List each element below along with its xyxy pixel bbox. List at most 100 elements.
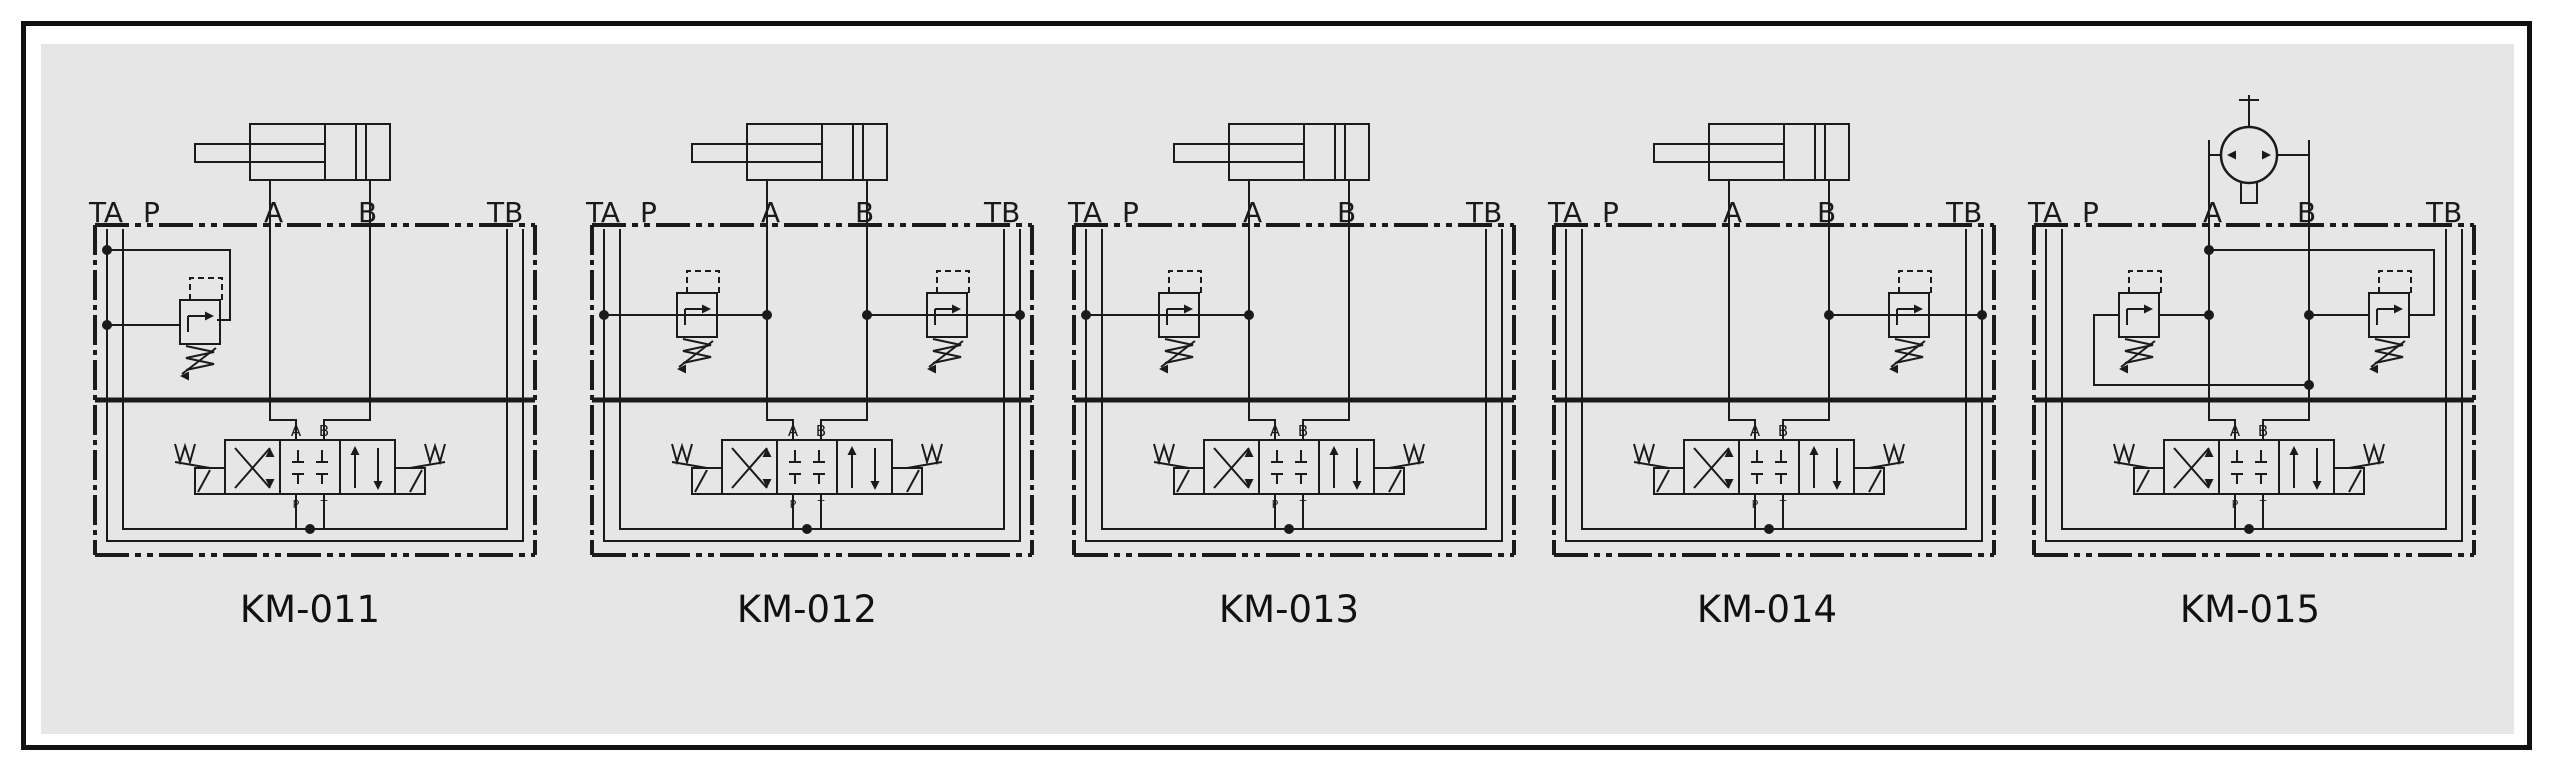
valve-spring-icon xyxy=(1403,442,1425,466)
arrow-head xyxy=(1724,448,1734,457)
valve-port-t: T xyxy=(1299,498,1307,511)
arrow-head xyxy=(2227,150,2236,160)
arrow-head xyxy=(205,311,214,321)
tank-line-inner xyxy=(2061,229,2447,530)
valve-port-p: P xyxy=(293,498,300,511)
relief-valve-body xyxy=(926,292,968,338)
tank-line-outer xyxy=(603,229,1021,542)
port-label-a: A xyxy=(264,196,283,229)
cylinder-barrel xyxy=(1708,123,1850,181)
relief-valve-body xyxy=(2368,292,2410,338)
caption-km-011: KM-011 xyxy=(239,588,381,631)
port-label-p: P xyxy=(2082,196,2099,229)
relief-valve xyxy=(2368,270,2412,374)
arrow-head xyxy=(373,481,383,490)
port-label-tb: TB xyxy=(2425,196,2462,229)
junction-dot xyxy=(102,320,112,330)
valve-spring-icon xyxy=(2363,442,2385,466)
cylinder-actuator xyxy=(1653,123,1850,181)
valve-port-a: A xyxy=(2230,422,2241,440)
tank-line-outer xyxy=(106,229,524,542)
arrow-head xyxy=(1832,481,1842,490)
piston-rod xyxy=(1653,143,1785,163)
arrow-head xyxy=(2262,150,2271,160)
piston-rod xyxy=(194,143,326,163)
valve-spring-icon xyxy=(424,442,446,466)
a-line xyxy=(2208,140,2236,440)
valve-port-b: B xyxy=(319,422,329,440)
valve-port-b: B xyxy=(816,422,826,440)
valve-port-b: B xyxy=(1298,422,1308,440)
valve-port-t: T xyxy=(2259,498,2267,511)
valve-port-a: A xyxy=(291,422,302,440)
valve-spool-center xyxy=(776,439,838,495)
valve-spring-icon xyxy=(174,442,196,466)
valve-spool-center xyxy=(2218,439,2280,495)
arrow-head xyxy=(2289,446,2299,455)
caption-km-012: KM-012 xyxy=(736,588,878,631)
junction-dot xyxy=(1081,310,1091,320)
relief-valve xyxy=(676,270,720,374)
spring-icon xyxy=(2124,338,2154,364)
a-line xyxy=(269,180,297,440)
relief-valve xyxy=(179,277,223,381)
spring-icon xyxy=(185,345,215,371)
port-label-a: A xyxy=(1243,196,1262,229)
relief-valve xyxy=(1888,270,1932,374)
cylinder-actuator xyxy=(194,123,391,181)
tank-line-inner xyxy=(122,229,508,530)
valve-port-t: T xyxy=(1779,498,1787,511)
port-label-p: P xyxy=(143,196,160,229)
spring-icon xyxy=(932,338,962,364)
relief-valve-body xyxy=(2118,292,2160,338)
relief-valve xyxy=(926,270,970,374)
port-label-tb: TB xyxy=(486,196,523,229)
arrow-head xyxy=(1352,481,1362,490)
arrow-head xyxy=(952,304,961,314)
port-label-b: B xyxy=(2297,196,2316,229)
junction-dot xyxy=(2204,310,2214,320)
valve-port-a: A xyxy=(788,422,799,440)
cylinder-barrel xyxy=(1228,123,1370,181)
relief-valve-body xyxy=(1158,292,1200,338)
junction-dot xyxy=(1977,310,1987,320)
arrow-head xyxy=(2204,479,2214,488)
tank-line-outer xyxy=(1565,229,1983,542)
arrow-head xyxy=(1889,364,1898,374)
valve-port-t: T xyxy=(320,498,328,511)
port-label-tb: TB xyxy=(983,196,1020,229)
valve-spool-right xyxy=(836,439,893,495)
a-line xyxy=(1728,180,1756,440)
cylinder-barrel xyxy=(746,123,888,181)
arrow-head xyxy=(1914,304,1923,314)
valve-spool-right xyxy=(2278,439,2335,495)
port-label-tb: TB xyxy=(1945,196,1982,229)
piston-rod xyxy=(691,143,823,163)
tank-line-outer xyxy=(1085,229,1503,542)
junction-dot xyxy=(1244,310,1254,320)
port-label-p: P xyxy=(640,196,657,229)
cylinder-actuator xyxy=(1173,123,1370,181)
valve-spool-center xyxy=(1738,439,1800,495)
arrow-head xyxy=(677,364,686,374)
port-label-tb: TB xyxy=(1465,196,1502,229)
relief-valve-body xyxy=(676,292,718,338)
valve-port-p: P xyxy=(790,498,797,511)
tank-line-inner xyxy=(619,229,1005,530)
b-line xyxy=(1782,180,1830,440)
valve-port-p: P xyxy=(2232,498,2239,511)
relief-valve-body xyxy=(179,299,221,345)
port-label-ta: TA xyxy=(2027,196,2062,229)
arrow-head xyxy=(2312,481,2322,490)
valve-spring-icon xyxy=(1633,442,1655,466)
junction-dot xyxy=(1824,310,1834,320)
arrow-head xyxy=(762,448,772,457)
port-label-a: A xyxy=(761,196,780,229)
